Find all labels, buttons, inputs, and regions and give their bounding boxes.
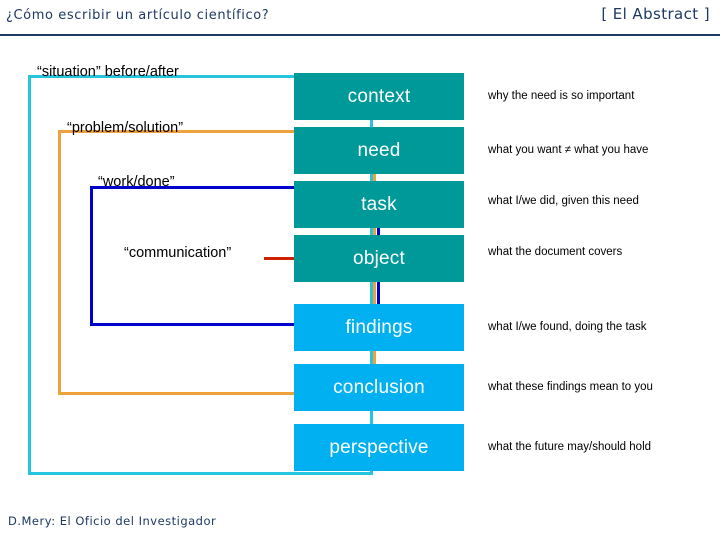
communication-connector-line xyxy=(264,257,296,260)
stage-box-need: need xyxy=(294,127,464,174)
slide-header: ¿Cómo escribir un artículo científico? [… xyxy=(0,0,720,36)
slide-title-right: [ El Abstract ] xyxy=(601,5,710,23)
description-task: what I/we did, given this need xyxy=(488,195,639,207)
description-conclusion: what these findings mean to you xyxy=(488,381,653,393)
stage-box-object: object xyxy=(294,235,464,282)
label-work: “work/done” xyxy=(98,174,175,190)
stage-box-task: task xyxy=(294,181,464,228)
header-divider xyxy=(0,34,720,36)
label-situation: “situation” before/after xyxy=(37,64,179,80)
label-problem: “problem/solution” xyxy=(67,120,184,136)
description-context: why the need is so important xyxy=(488,90,635,102)
slide-title-left: ¿Cómo escribir un artículo científico? xyxy=(6,8,270,23)
description-perspective: what the future may/should hold xyxy=(488,441,652,453)
stage-box-conclusion: conclusion xyxy=(294,364,464,411)
slide-footer-credit: D.Mery: El Oficio del Investigador xyxy=(8,514,217,528)
description-findings: what I/we found, doing the task xyxy=(488,321,647,333)
description-need: what you want ≠ what you have xyxy=(488,144,649,156)
stage-box-perspective: perspective xyxy=(294,424,464,471)
stage-box-context: context xyxy=(294,73,464,120)
stage-box-findings: findings xyxy=(294,304,464,351)
label-communication: “communication” xyxy=(124,245,232,261)
description-object: what the document covers xyxy=(488,246,623,258)
